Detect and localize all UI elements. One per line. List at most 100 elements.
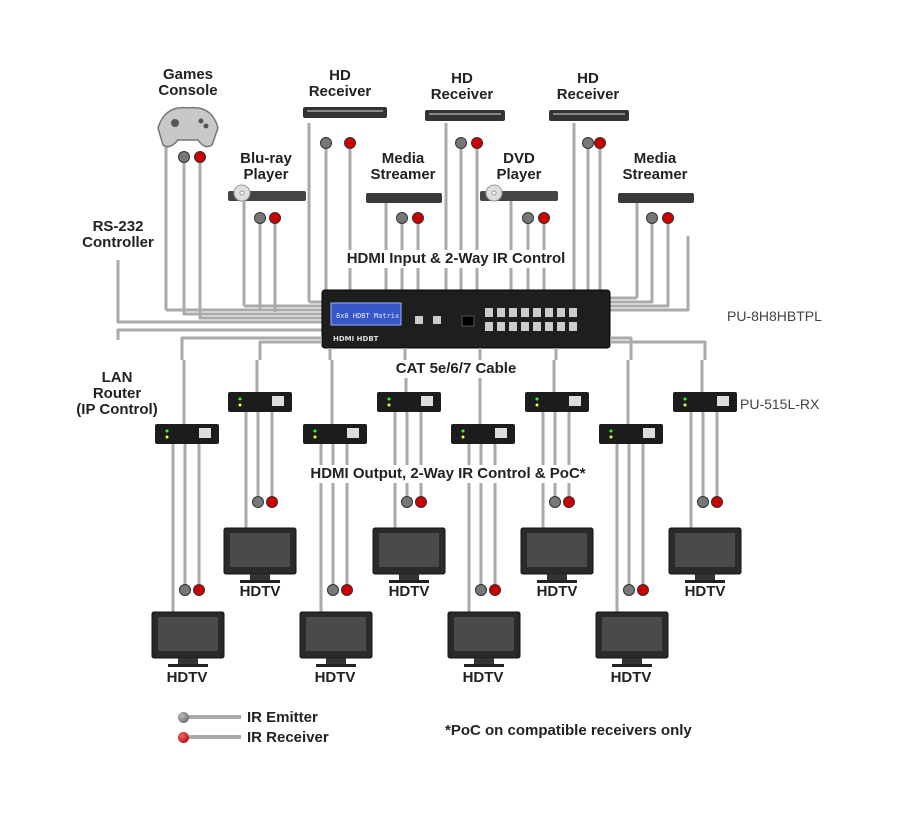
cable-line — [610, 298, 670, 308]
ir-receiver-icon — [412, 212, 424, 224]
matrix-button — [545, 322, 553, 331]
media-streamer-icon — [366, 193, 442, 203]
hdtv-base — [612, 664, 652, 667]
cable-line — [116, 328, 322, 340]
ir-emitter-icon — [401, 496, 413, 508]
hdtv-label: HDTV — [314, 669, 356, 686]
link-led — [313, 435, 317, 439]
link-led — [683, 403, 687, 407]
ir-receiver-icon — [415, 496, 427, 508]
ir-receiver-icon — [563, 496, 575, 508]
hdtv-stand — [474, 658, 494, 664]
rj45-port-icon — [199, 428, 211, 438]
receiver-display — [429, 113, 501, 115]
link-led — [165, 435, 169, 439]
power-led — [165, 429, 169, 433]
matrix-button — [497, 308, 505, 317]
cable-line — [189, 735, 241, 739]
ir-receiver-icon — [594, 137, 606, 149]
cable-line — [610, 236, 690, 312]
hdtv-base — [240, 580, 280, 583]
receiver-display — [307, 110, 383, 112]
receiver-display — [553, 113, 625, 115]
hdtv-screen — [675, 533, 735, 567]
legend-ir-receiver: IR Receiver — [178, 728, 329, 746]
ir-emitter-icon — [646, 212, 658, 224]
matrix-button — [497, 322, 505, 331]
hdtv-screen — [379, 533, 439, 567]
media-streamer-icon — [618, 193, 694, 203]
ir-receiver-icon — [178, 731, 189, 743]
hdtv-label: HDTV — [684, 583, 726, 600]
av-receiver-icon — [425, 110, 505, 121]
hdtv-base — [464, 664, 504, 667]
hdtv-label: HDTV — [388, 583, 430, 600]
ir-emitter-icon — [320, 137, 332, 149]
matrix-button — [485, 322, 493, 331]
band-cat-cable: CAT 5e/6/7 Cable — [389, 360, 523, 378]
link-led — [387, 403, 391, 407]
ir-emitter-icon — [254, 212, 266, 224]
hdtv-screen — [602, 617, 662, 651]
cable-line — [180, 336, 322, 360]
matrix-button — [509, 322, 517, 331]
ir-receiver-icon — [662, 212, 674, 224]
hdtv-label: HDTV — [536, 583, 578, 600]
rj45-port-icon — [717, 396, 729, 406]
cable-line — [258, 340, 322, 360]
poc-note: *PoC on compatible receivers only — [445, 722, 692, 739]
link-led — [461, 435, 465, 439]
cable-line — [182, 310, 322, 316]
matrix-button — [569, 308, 577, 317]
hdtv-stand — [250, 574, 270, 580]
ir-window — [461, 315, 475, 327]
rj45-port-icon — [643, 428, 655, 438]
ir-receiver-icon — [266, 496, 278, 508]
hdtv-stand — [547, 574, 567, 580]
matrix-model-label: PU-8H8HBTPL — [727, 308, 822, 324]
link-led — [238, 403, 242, 407]
rj45-port-icon — [421, 396, 433, 406]
button-icon — [198, 118, 204, 124]
rj45-port-icon — [272, 396, 284, 406]
band-hdmi-input: HDMI Input & 2-Way IR Control — [340, 250, 572, 268]
ir-emitter-icon — [549, 496, 561, 508]
matrix-logo: HDMI HDBT — [333, 335, 379, 343]
hdtv-screen — [454, 617, 514, 651]
matrix-lcd — [330, 302, 402, 326]
power-led — [313, 429, 317, 433]
hdtv-stand — [326, 658, 346, 664]
hdtv-base — [316, 664, 356, 667]
disc-hole — [491, 190, 497, 196]
power-led — [461, 429, 465, 433]
band-hdmi-output: HDMI Output, 2-Way IR Control & PoC* — [304, 465, 592, 483]
ir-emitter-icon — [582, 137, 594, 149]
matrix-button — [557, 308, 565, 317]
ir-emitter-icon — [252, 496, 264, 508]
ir-emitter-icon — [522, 212, 534, 224]
cable-line — [610, 336, 633, 360]
av-receiver-icon — [303, 107, 387, 118]
matrix-button — [521, 322, 529, 331]
ir-emitter-icon — [455, 137, 467, 149]
power-led — [609, 429, 613, 433]
hdtv-screen — [306, 617, 366, 651]
rj45-port-icon — [347, 428, 359, 438]
hdtv-stand — [178, 658, 198, 664]
hdtv-base — [685, 580, 725, 583]
hdtv-stand — [695, 574, 715, 580]
hdtv-stand — [399, 574, 419, 580]
cable-line — [610, 298, 654, 304]
legend-ir-emitter: IR Emitter — [178, 708, 318, 726]
receiver-model-label: PU-515L-RX — [740, 396, 820, 412]
